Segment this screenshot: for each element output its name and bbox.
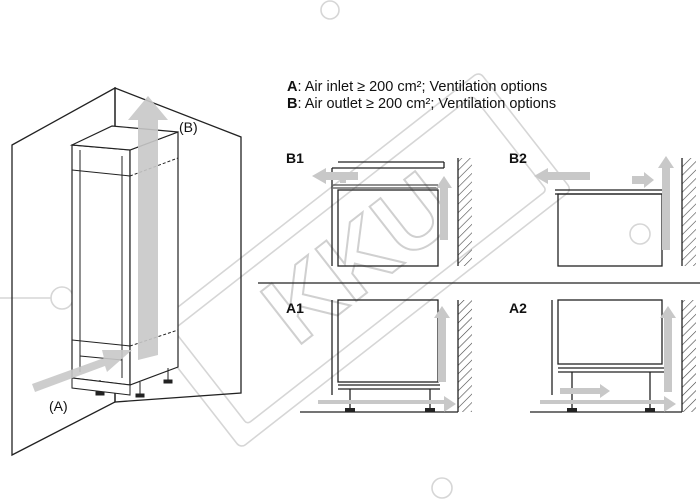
- callout-inlet: (A): [49, 398, 68, 414]
- tall-cabinet: [69, 125, 179, 386]
- panel-label-b2: B2: [509, 150, 527, 166]
- callout-outlet: (B): [179, 119, 198, 135]
- panel-label-a2: A2: [509, 300, 527, 316]
- legend-text-b: : Air outlet ≥ 200 cm²; Ventilation opti…: [297, 96, 557, 112]
- panel-a2-drawing: [530, 299, 696, 413]
- legend-text-a: : Air inlet ≥ 200 cm²; Ventilation optio…: [297, 79, 548, 95]
- panel-label-b1: B1: [286, 150, 304, 166]
- panel-b2-drawing: [534, 156, 696, 267]
- legend-key-a: A: [287, 79, 298, 95]
- legend-line-b: B: Air outlet ≥ 200 cm²; Ventilation opt…: [287, 96, 556, 113]
- airflow-arrows-cabinet: [32, 96, 168, 392]
- panel-a1-drawing: [300, 299, 472, 413]
- legend-key-b: B: [287, 96, 298, 112]
- panel-b1-drawing: [312, 158, 472, 267]
- legend-line-a: A: Air inlet ≥ 200 cm²; Ventilation opti…: [287, 79, 547, 96]
- panel-label-a1: A1: [286, 300, 304, 316]
